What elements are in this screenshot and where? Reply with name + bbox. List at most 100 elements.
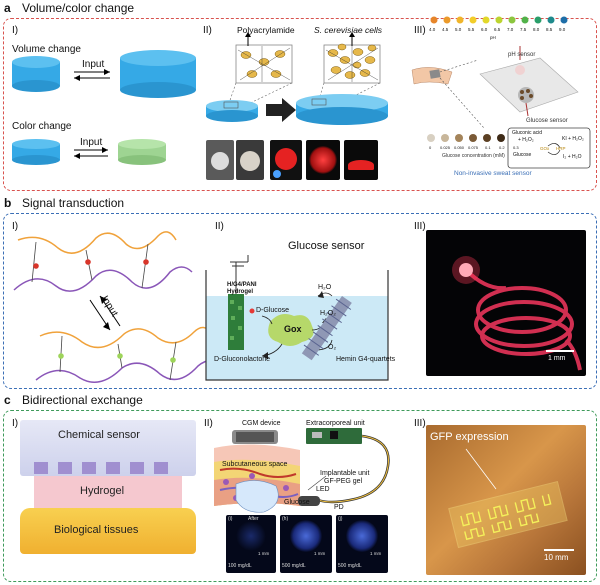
subcutaneous-label: Subcutaneous space — [222, 461, 288, 468]
ph-value: 5.0 — [455, 27, 462, 32]
hydrogel-layer-label: Hydrogel — [80, 485, 125, 497]
glucose-value: 0.025 — [440, 145, 451, 150]
section-c-header: c Bidirectional exchange — [0, 392, 143, 408]
section-title: Volume/color change — [22, 1, 135, 15]
gfp-skin-photo: GFP expression 10 mm — [426, 425, 586, 575]
concentration-label: 100 mg/dL — [228, 563, 252, 569]
microscopy-photo — [206, 140, 234, 180]
ph-value: 9.0 — [559, 27, 566, 32]
gfp-pattern — [448, 448, 568, 549]
photo-tag: (i) — [228, 516, 233, 522]
hydrogel-layer — [34, 476, 182, 508]
yeast-cells-label: S. cerevisiae cells — [314, 25, 383, 35]
water-label: H₂O — [318, 284, 332, 291]
panel-label: I) — [12, 25, 19, 36]
reaction-text: Glucose — [513, 152, 532, 158]
hydrogel-label: H/G4/PANI — [227, 282, 257, 288]
scale-bar — [544, 549, 574, 551]
color-change-label: Color change — [12, 121, 72, 132]
fluorescence-photo — [306, 140, 340, 180]
panel-label: II) — [215, 221, 224, 232]
section-title: Bidirectional exchange — [22, 393, 143, 407]
after-label: After — [248, 516, 259, 522]
glucose-axis-label: Glucose concentration (mM) — [442, 153, 505, 159]
glucose-label: Glucose — [284, 499, 310, 506]
fiber-coil — [452, 256, 582, 371]
ph-value: 8.0 — [533, 27, 540, 32]
section-b-frame — [3, 213, 597, 389]
cgm-device-label: CGM device — [242, 420, 281, 427]
glucose-sensor-label: Glucose sensor — [526, 118, 568, 124]
glucose-value: 0.050 — [454, 145, 465, 150]
hydrogel-label: Hydrogel — [227, 289, 254, 295]
section-b-header: b Signal transduction — [0, 195, 124, 211]
ph-small-label: pH — [490, 35, 496, 40]
peroxide-label: H₂O₂ — [320, 310, 336, 317]
chemical-sensor-label: Chemical sensor — [58, 429, 140, 441]
glucose-fluorescence-photo: (i) After 1 mm 100 mg/dL — [226, 515, 276, 573]
fluorescence-photo — [344, 140, 378, 180]
reaction-text: HRP — [556, 146, 566, 151]
scale-label: 1 mm — [548, 355, 566, 362]
concentration-label: 500 mg/dL — [282, 563, 306, 569]
input-label: Input — [82, 59, 105, 70]
ph-value: 6.0 — [481, 27, 488, 32]
pd-label: PD — [334, 504, 344, 511]
reaction-text: + H₂O₂ — [518, 137, 534, 143]
extracorporeal-label: Extracorporeal unit — [306, 420, 365, 427]
tissue-label: Biological tissues — [54, 524, 139, 536]
scale-label: 1 mm — [258, 551, 270, 556]
panel-label: I) — [12, 221, 19, 232]
gluconolactone-label: D-Gluconolactone — [214, 356, 271, 363]
led-label: LED — [316, 486, 330, 493]
glucose-value: 0.075 — [468, 145, 479, 150]
concentration-label: 500 mg/dL — [338, 563, 362, 569]
section-a-header: a Volume/color change — [0, 0, 134, 16]
section-letter: c — [4, 393, 11, 407]
microscopy-photo — [236, 140, 264, 180]
scale-label: 1 mm — [370, 551, 382, 556]
glucose-sensor-heading: Glucose sensor — [288, 240, 365, 252]
photo-tag: (j) — [338, 516, 343, 522]
section-title: Signal transduction — [22, 196, 125, 210]
section-letter: b — [4, 196, 12, 210]
glucose-fluorescence-photo: (h) 1 mm 500 mg/dL — [280, 515, 332, 573]
biological-tissue-layer — [20, 508, 196, 554]
section-letter: a — [4, 1, 11, 15]
scale-bar — [546, 350, 574, 352]
gox-label: Gox — [284, 324, 302, 334]
implantable-unit-label: Implantable unit — [320, 470, 370, 477]
ph-sensor-label: pH sensor — [508, 52, 536, 58]
glucose-value: 0.3 — [513, 145, 519, 150]
glucose-value: 0.2 — [499, 145, 505, 150]
ph-value: 7.0 — [507, 27, 514, 32]
d-glucose-label: D-Glucose — [256, 307, 290, 314]
glucose-value: 0 — [429, 145, 432, 150]
panel-label: III) — [414, 25, 426, 36]
ph-value: 7.5 — [520, 27, 527, 32]
input-label: Input — [80, 137, 103, 148]
volume-change-label: Volume change — [12, 44, 81, 55]
gfp-expression-label: GFP expression — [430, 431, 509, 443]
ph-value: 4.0 — [429, 27, 436, 32]
panel-label: II) — [204, 418, 213, 429]
sweat-sensor-caption: Non-invasive sweat sensor — [454, 170, 532, 177]
panel-label: II) — [203, 25, 212, 36]
polyacrylamide-label: Polyacrylamide — [237, 25, 295, 35]
ph-value: 5.5 — [468, 27, 475, 32]
section-c-frame — [3, 410, 597, 582]
glucose-value: 0.1 — [485, 145, 491, 150]
ph-value: 8.5 — [546, 27, 553, 32]
photo-tag: (h) — [282, 516, 289, 522]
glucose-fluorescence-photo: (j) 1 mm 500 mg/dL — [336, 515, 388, 573]
reaction-text: GOx — [540, 146, 550, 151]
fluorescence-photo — [270, 140, 302, 180]
scale-label: 1 mm — [314, 551, 326, 556]
